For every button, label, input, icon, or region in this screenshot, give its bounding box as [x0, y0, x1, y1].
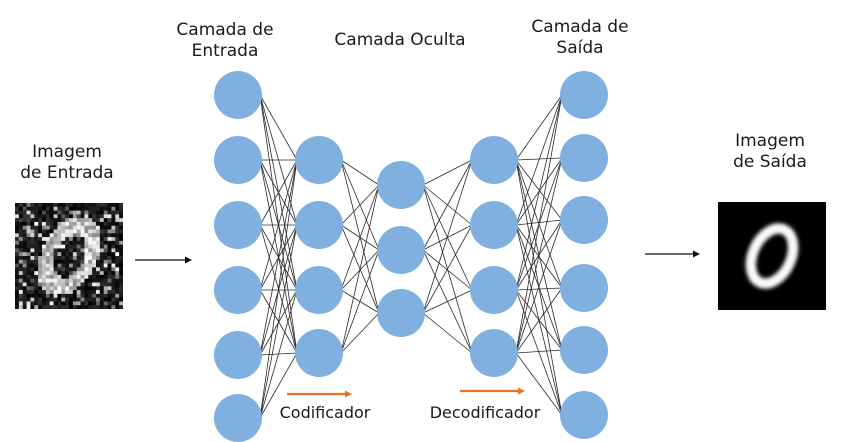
connection-edge	[422, 159, 473, 186]
output-node-3	[560, 196, 608, 244]
input-node-3	[214, 201, 262, 249]
connection-edge	[340, 249, 380, 354]
connection-edge	[515, 349, 563, 354]
flow-arrows	[135, 250, 700, 398]
output-flow-arrow	[645, 250, 700, 258]
decoder-hidden-node-2	[470, 201, 518, 249]
connection-edge	[340, 184, 380, 226]
connection-edge	[259, 159, 298, 419]
output-node-4	[560, 264, 608, 312]
network-nodes	[214, 71, 608, 442]
connection-edge	[340, 312, 380, 354]
connection-edge	[515, 94, 563, 161]
output-node-1	[560, 71, 608, 119]
input-image	[15, 203, 124, 310]
decoder-label: Decodificador	[429, 403, 541, 422]
encoder-hidden-node-3	[295, 266, 343, 314]
encoder-hidden-node-1	[295, 136, 343, 184]
connection-edge	[422, 159, 473, 251]
connection-edge	[515, 159, 563, 221]
connection-edge	[515, 219, 563, 354]
connection-edge	[422, 312, 473, 354]
decoder-hidden-node-1	[470, 136, 518, 184]
connection-edge	[515, 352, 563, 416]
input-node-2	[214, 136, 262, 184]
connection-edge	[259, 352, 298, 419]
encoder-hidden-node-2	[295, 201, 343, 249]
connection-edge	[422, 249, 473, 291]
connection-edge	[515, 157, 563, 354]
input-node-1	[214, 71, 262, 119]
connection-edge	[259, 289, 298, 419]
output-node-5	[560, 326, 608, 374]
code-node-3	[377, 289, 425, 337]
input-image-label: Imagem de Entrada	[20, 142, 114, 183]
input-flow-arrow	[135, 256, 192, 264]
connection-edge	[422, 159, 473, 314]
code-node-1	[377, 161, 425, 209]
reconstructed-digit-image	[718, 202, 826, 310]
hidden-layer-label: Camada Oculta	[334, 30, 466, 50]
connection-edge	[340, 184, 380, 354]
encoder-label: Codificador	[279, 403, 371, 422]
connection-edge	[259, 159, 298, 226]
encoder-hidden-node-4	[295, 329, 343, 377]
network-edges	[259, 94, 563, 419]
output-image	[718, 202, 826, 310]
code-node-2	[377, 226, 425, 274]
connection-edge	[259, 159, 298, 291]
connection-edge	[515, 287, 563, 354]
decoder-hidden-node-4	[470, 329, 518, 377]
input-layer-label: Camada de Entrada	[176, 20, 274, 61]
output-image-label: Imagem de Saída	[733, 131, 807, 172]
encoder-arrow	[287, 390, 352, 398]
input-node-4	[214, 266, 262, 314]
output-node-6	[560, 391, 608, 439]
connection-edge	[340, 184, 380, 291]
decoder-arrow	[460, 387, 525, 395]
connection-edge	[515, 94, 563, 226]
input-node-5	[214, 331, 262, 379]
connection-edge	[259, 224, 298, 419]
output-node-2	[560, 134, 608, 182]
output-layer-label: Camada de Saída	[531, 17, 629, 58]
decoder-hidden-node-3	[470, 266, 518, 314]
connection-edge	[515, 94, 563, 354]
connection-edge	[515, 94, 563, 291]
connection-edge	[259, 159, 298, 356]
connection-edge	[259, 94, 298, 161]
connection-edge	[422, 224, 473, 314]
connection-edge	[515, 287, 563, 291]
connection-edge	[340, 159, 380, 186]
connection-edge	[422, 289, 473, 314]
noisy-digit-image	[15, 203, 124, 310]
input-node-6	[214, 394, 262, 442]
